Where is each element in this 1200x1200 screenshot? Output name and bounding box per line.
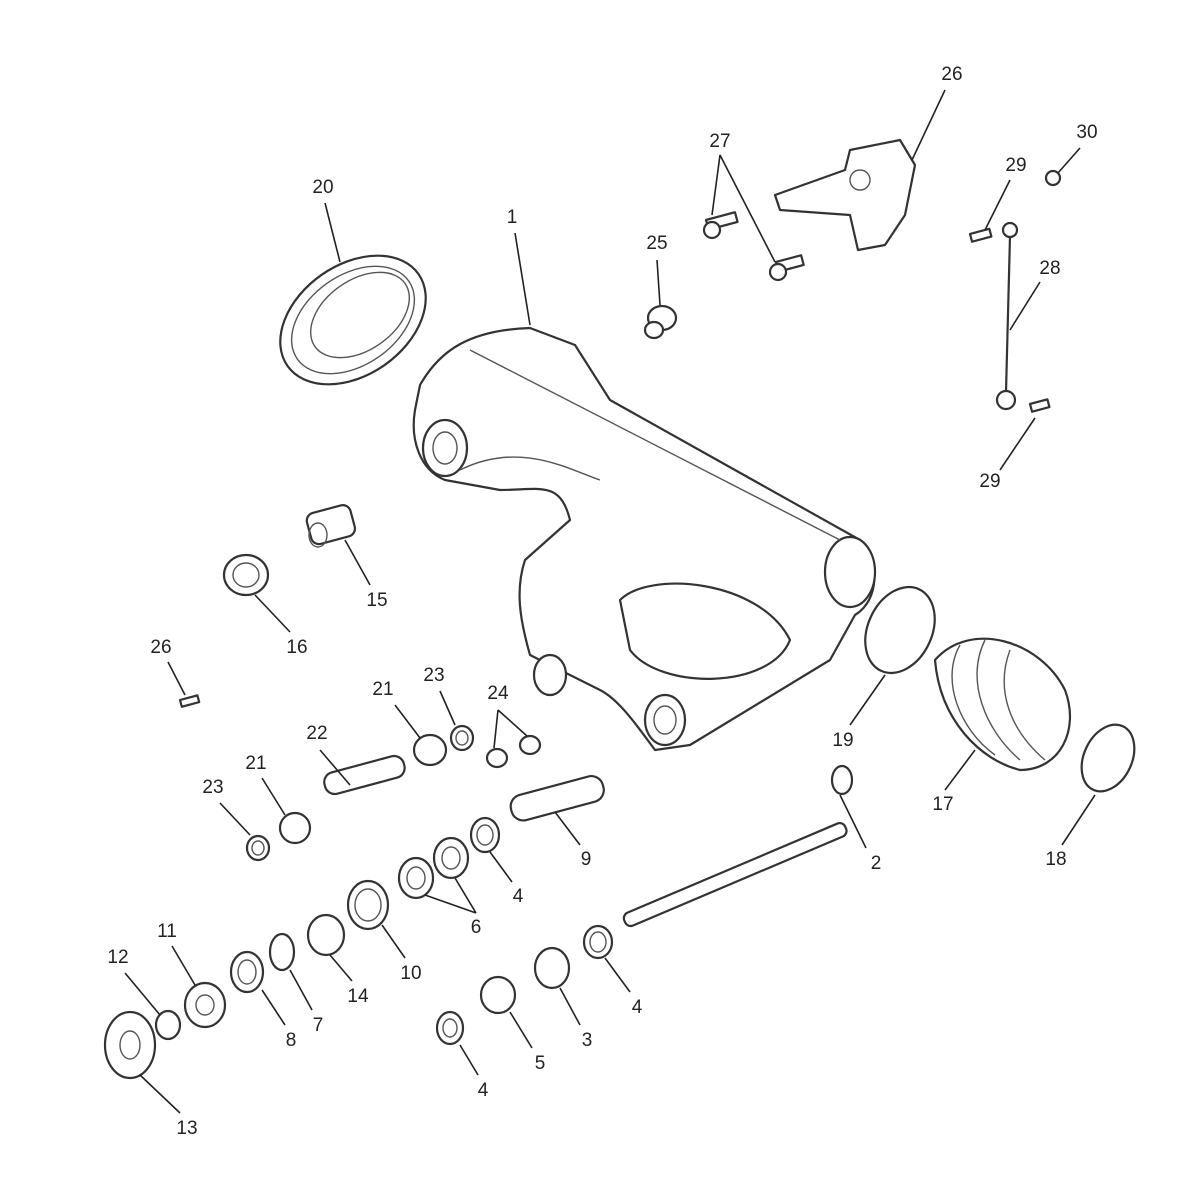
callout-20: 20	[312, 177, 333, 198]
callout-26: 26	[150, 637, 171, 658]
callout-24: 24	[487, 683, 509, 704]
screw-part-29b	[1028, 398, 1051, 413]
swingarm-part-1	[412, 326, 877, 752]
callout-18: 18	[1045, 849, 1066, 870]
fitting-part-24b	[518, 734, 542, 756]
callout-21: 21	[372, 679, 393, 700]
screw-part-29a	[968, 227, 993, 243]
callout-21: 21	[245, 753, 266, 774]
seal-part-20	[279, 254, 427, 386]
screw-part-26b	[178, 694, 201, 708]
clamp-part-19	[864, 585, 936, 675]
callout-30: 30	[1076, 122, 1097, 143]
locknut-part-16	[222, 553, 270, 597]
callout-7: 7	[313, 1015, 324, 1036]
callout-3: 3	[582, 1030, 593, 1051]
bush-part-14	[306, 913, 346, 957]
callout-17: 17	[932, 794, 953, 815]
spindle-part-2	[622, 764, 854, 928]
callout-4: 4	[632, 997, 643, 1018]
bearing-part-10	[346, 879, 390, 931]
callout-1: 1	[507, 207, 518, 228]
callout-28: 28	[1039, 258, 1060, 279]
callout-2: 2	[871, 853, 882, 874]
callout-22: 22	[306, 723, 327, 744]
circlip-part-7	[268, 932, 296, 972]
callout-5: 5	[535, 1053, 546, 1074]
seal-part-4c	[435, 1010, 465, 1046]
seal-part-23b	[245, 834, 271, 862]
gaiter-part-17	[933, 637, 1072, 772]
grommet-part-25	[643, 304, 678, 340]
nut-part-30	[1044, 169, 1062, 187]
cover-part-11	[183, 981, 227, 1029]
callout-29: 29	[979, 471, 1000, 492]
callout-29: 29	[1005, 155, 1026, 176]
callout-19: 19	[832, 730, 853, 751]
callout-14: 14	[347, 986, 369, 1007]
cap-part-13	[103, 1010, 157, 1080]
seal-part-4b	[582, 924, 614, 960]
callout-27: 27	[709, 131, 730, 152]
bolt-part-27a	[702, 211, 739, 240]
bush-part-21b	[278, 811, 312, 845]
bush-part-21a	[412, 733, 448, 767]
sleeve-part-22	[323, 754, 406, 796]
seal-part-8	[229, 950, 265, 994]
callout-4: 4	[513, 886, 524, 907]
clamp-part-18	[1080, 723, 1136, 793]
callout-25: 25	[646, 233, 667, 254]
seal-part-4a	[469, 816, 501, 854]
callout-10: 10	[400, 963, 421, 984]
callout-11: 11	[157, 921, 177, 942]
nut-part-12	[154, 1009, 182, 1041]
sleeve-part-9	[509, 775, 605, 822]
callout-4: 4	[478, 1080, 489, 1101]
leader-lines	[124, 89, 1096, 1114]
callout-13: 13	[176, 1118, 197, 1139]
link-rod-part-28	[995, 221, 1019, 411]
sensor-part-26	[773, 138, 917, 252]
callout-26: 26	[941, 64, 962, 85]
bolt-part-27b	[768, 254, 805, 282]
callout-8: 8	[286, 1030, 297, 1051]
bearing-part-6b	[397, 856, 435, 900]
bearing-part-6a	[432, 836, 470, 880]
bush-part-3	[533, 946, 571, 990]
seal-part-23a	[449, 724, 475, 752]
fitting-part-24a	[485, 747, 509, 769]
callout-12: 12	[107, 947, 128, 968]
bush-part-5	[479, 975, 517, 1015]
callout-9: 9	[581, 849, 592, 870]
callout-labels: 26 27 30 29 20 1 25 28 29 15 16 26 21 23…	[107, 64, 1097, 1139]
callout-15: 15	[366, 590, 387, 611]
callout-23: 23	[202, 777, 223, 798]
callout-23: 23	[423, 665, 444, 686]
callout-6: 6	[471, 917, 482, 938]
callout-16: 16	[286, 637, 307, 658]
bush-part-15	[305, 504, 357, 548]
